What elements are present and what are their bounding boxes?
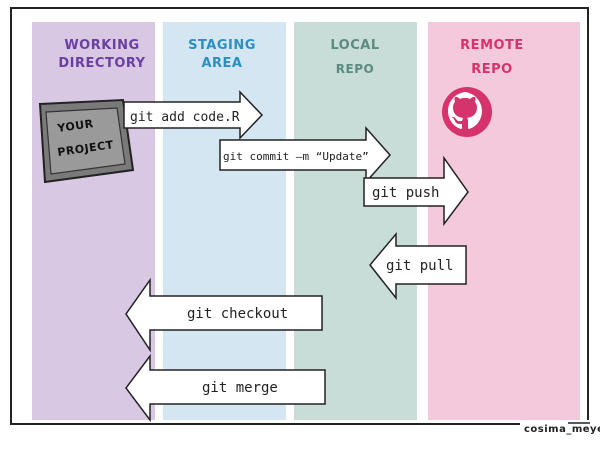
column-remote-repo: [428, 22, 580, 420]
git-merge-arrow: git merge: [125, 353, 326, 423]
git-pull-arrow: git pull: [369, 231, 467, 301]
git-add-arrow: git add code.R: [123, 90, 264, 140]
header-staging-line1: STAGING: [188, 38, 256, 53]
header-remote-line2: REPO: [471, 62, 512, 77]
author-credit: cosima_meyer: [524, 424, 600, 435]
header-working-line2: DIRECTORY: [58, 56, 145, 71]
header-working-line1: WORKING: [64, 38, 139, 53]
outer-frame-left: [10, 8, 520, 425]
header-local-line2: REPO: [336, 62, 374, 76]
your-project-box: YOUR PROJECT: [38, 98, 135, 184]
git-checkout-arrow: git checkout: [125, 277, 323, 353]
git-pull-label: git pull: [386, 258, 453, 274]
git-add-label: git add code.R: [130, 110, 240, 125]
header-staging-line2: AREA: [201, 56, 242, 71]
git-checkout-label: git checkout: [187, 306, 288, 322]
column-working-directory: [32, 22, 155, 420]
git-push-label: git push: [372, 185, 439, 201]
github-icon: [442, 87, 492, 137]
project-label-line1: YOUR: [56, 117, 95, 135]
header-remote-line1: REMOTE: [460, 38, 524, 53]
outer-frame: [10, 7, 589, 420]
git-push-arrow: git push: [363, 155, 469, 227]
header-local-line1: LOCAL: [330, 38, 379, 53]
git-commit-label: git commit –m “Update”: [223, 150, 369, 163]
git-merge-label: git merge: [202, 380, 278, 396]
column-staging-area: [163, 22, 286, 420]
column-local-repo: [294, 22, 417, 420]
git-commit-arrow: git commit –m “Update”: [219, 126, 392, 184]
